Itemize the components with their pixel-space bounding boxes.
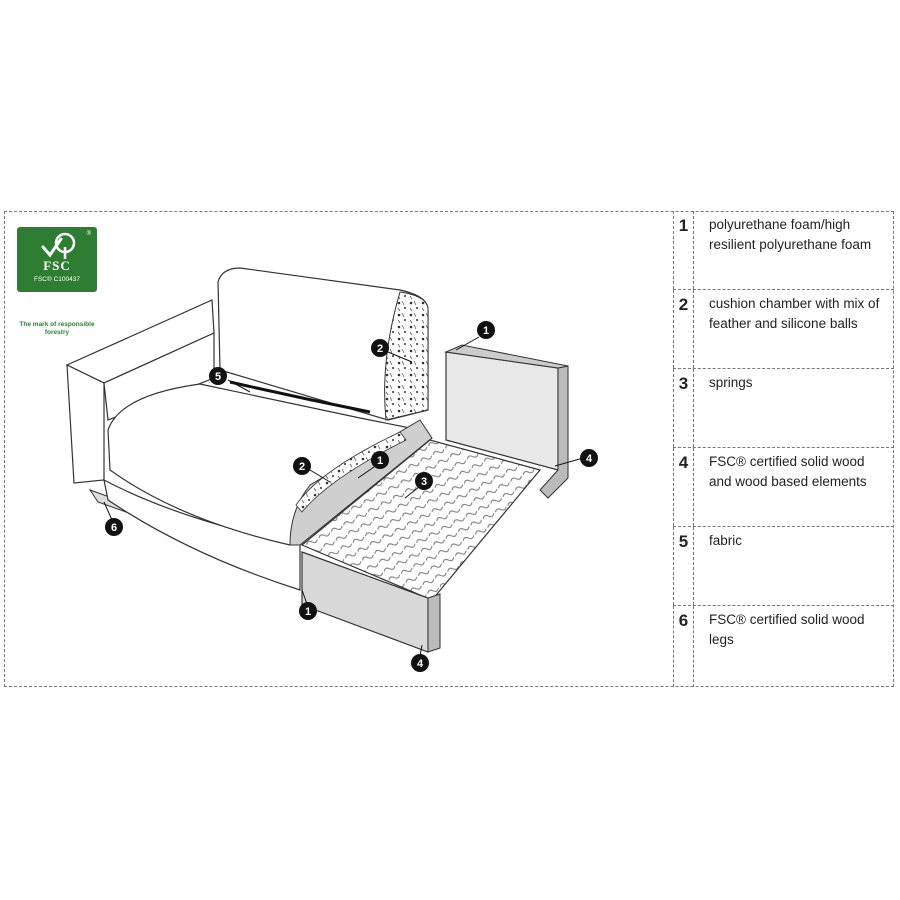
legend-row: 6 FSC® certified solid wood legs: [673, 606, 894, 687]
callout-label: 4: [417, 658, 424, 670]
sofa-exploded-view: 1 2 5 1 2 3 4 6 1 4: [65, 267, 598, 672]
legend-text: FSC® certified solid wood legs: [709, 612, 865, 647]
front-panel-edge: [427, 593, 441, 653]
callout-label: 5: [215, 371, 221, 383]
callout-1-base: 1: [299, 602, 317, 620]
side-panel-top: [444, 344, 569, 369]
legend-text: springs: [709, 375, 753, 390]
callout-label: 2: [377, 343, 383, 355]
fsc-name: FSC: [43, 258, 71, 273]
callout-4-side: 4: [580, 449, 598, 467]
callout-label: 1: [483, 325, 489, 337]
legend-table: 1 polyurethane foam/high resilient polyu…: [673, 211, 894, 687]
callout-5-fabric: 5: [209, 367, 227, 385]
back-cushion-section: [384, 291, 429, 421]
legend-number: 1: [673, 211, 694, 289]
callout-label: 6: [111, 522, 117, 534]
callout-1-seat: 1: [371, 451, 389, 469]
spring-frame: [300, 439, 542, 601]
legend-row: 2 cushion chamber with mix of feather an…: [673, 290, 894, 369]
callout-label: 1: [377, 455, 383, 467]
legend-number: 3: [673, 369, 694, 447]
legend-row: 4 FSC® certified solid wood and wood bas…: [673, 448, 894, 527]
legend-number: 2: [673, 290, 694, 368]
callout-2-seat: 2: [293, 457, 311, 475]
legend-row: 3 springs: [673, 369, 894, 448]
callout-6-legs: 6: [105, 518, 123, 536]
registered-mark: ®: [86, 231, 91, 237]
callout-1-top: 1: [477, 321, 495, 339]
callout-label: 1: [305, 606, 311, 618]
legend-text: cushion chamber with mix of feather and …: [709, 296, 880, 331]
fsc-logo: ® FSC FSC® C100437: [17, 227, 97, 292]
callout-label: 2: [299, 461, 305, 473]
legend-text: FSC® certified solid wood and wood based…: [709, 454, 867, 489]
legend-text: fabric: [709, 533, 743, 548]
callout-label: 4: [586, 453, 593, 465]
legend-text: polyurethane foam/high resilient polyure…: [709, 217, 872, 252]
legend-number: 6: [673, 606, 694, 687]
tree-check-icon: [41, 232, 76, 259]
leader-lines: [103, 336, 584, 657]
legend-row: 1 polyurethane foam/high resilient polyu…: [673, 211, 894, 290]
sofa-base: [103, 478, 301, 591]
callout-3-springs: 3: [415, 472, 433, 490]
diagram-frame: [4, 211, 894, 687]
fabric-seam: [229, 380, 371, 414]
callout-label: 3: [421, 476, 427, 488]
fsc-tagline: The mark of responsible forestry: [19, 321, 95, 336]
sofa-armrest: [65, 299, 215, 484]
callout-2-back: 2: [371, 339, 389, 357]
legend-number: 5: [673, 527, 694, 605]
fsc-code: FSC® C100437: [34, 276, 80, 283]
legend-row: 5 fabric: [673, 527, 894, 606]
legend-number: 4: [673, 448, 694, 526]
callout-4-front: 4: [411, 654, 429, 672]
